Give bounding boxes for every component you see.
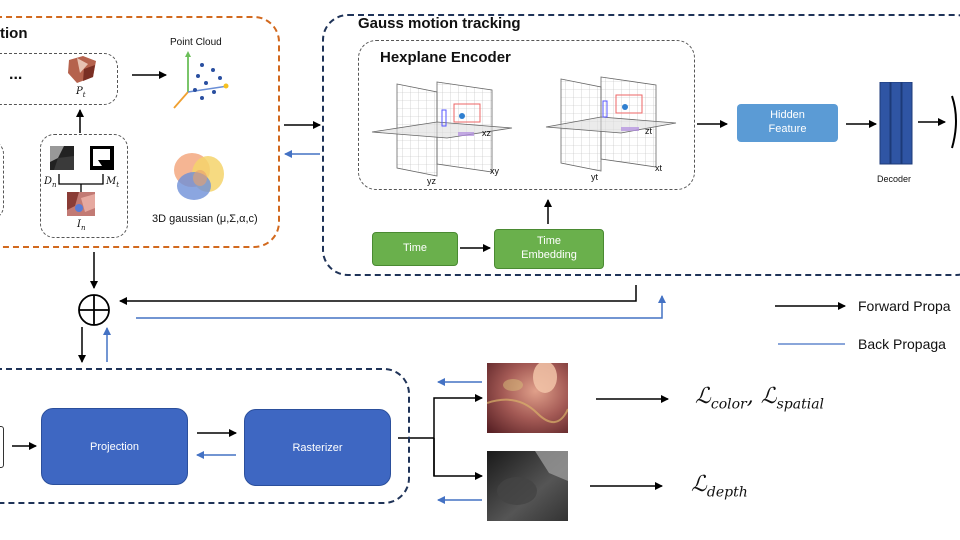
point-source-box — [0, 53, 118, 105]
loss-depth: ℒdepth — [691, 472, 748, 501]
pt-label: Pt — [76, 86, 86, 99]
init-title-fragment: tion — [0, 25, 28, 42]
loss-color-spatial: ℒcolor, ℒspatial — [695, 384, 825, 413]
legend-forward-label: Forward Propa — [858, 298, 951, 314]
tracking-title: Gauss motion tracking — [358, 15, 521, 32]
branch-to-color — [433, 394, 483, 476]
plane-xt-label: xt — [655, 163, 663, 173]
hexplane-title: Hexplane Encoder — [380, 49, 511, 66]
rendered-depth-image — [487, 451, 568, 521]
time-box: Time — [372, 232, 458, 266]
time-embedding-box: Time Embedding — [494, 229, 604, 269]
depth-mask-image-box — [40, 134, 128, 238]
arrow-back-into-tracking — [136, 295, 666, 319]
point-cloud-plot — [173, 51, 229, 109]
render-left-edge-box — [0, 426, 4, 468]
rendering-panel — [0, 368, 410, 504]
plane-xz-label: xz — [482, 128, 491, 138]
gaussian-label: 3D gaussian (μ,Σ,α,c) — [152, 213, 258, 225]
rendered-color-image — [487, 363, 568, 433]
point-cloud-label: Point Cloud — [170, 37, 222, 48]
gauss-motion-tracking-panel — [322, 14, 960, 276]
hexplane-encoder-box — [358, 40, 695, 190]
hexplane-left-planes — [371, 81, 513, 177]
plane-yt-label: yt — [591, 172, 599, 182]
plane-xy-label: xy — [490, 166, 499, 176]
dn-label: Dn — [44, 176, 57, 189]
hidden-feature-box: Hidden Feature — [737, 104, 838, 142]
decoder-block — [879, 82, 913, 165]
mask-thumb — [90, 146, 114, 170]
rasterizer-box: Rasterizer — [244, 409, 391, 486]
input-image-thumb — [67, 192, 95, 216]
legend-back-label: Back Propaga — [858, 336, 946, 352]
depth-map-thumb — [50, 146, 74, 170]
mt-label: Mt — [106, 176, 120, 189]
arrow-tracking-to-oplus — [119, 285, 637, 305]
tissue-patch-thumb — [68, 56, 96, 83]
in-label: In — [77, 219, 86, 232]
projection-box: Projection — [41, 408, 188, 485]
depth-mask-join-lines — [58, 174, 104, 192]
plane-zt-label: zt — [645, 126, 653, 136]
initialization-panel — [0, 16, 280, 248]
gaussian-blobs-icon — [174, 153, 224, 200]
left-partial-box — [0, 140, 4, 220]
decoder-label: Decoder — [877, 174, 912, 184]
hexplane-right-planes — [545, 76, 677, 172]
ellipsis: ... — [9, 66, 23, 83]
branch-to-depth — [433, 438, 483, 480]
plane-yz-label: yz — [427, 176, 436, 186]
decoder-out-bracket — [951, 95, 957, 149]
